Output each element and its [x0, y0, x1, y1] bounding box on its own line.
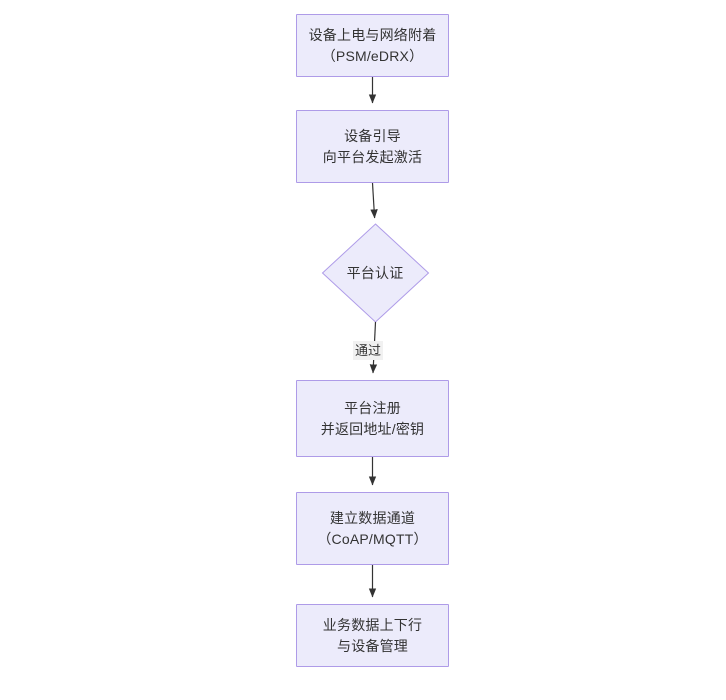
flow-node-line: 业务数据上下行: [322, 616, 423, 633]
flow-node-line: （PSM/eDRX）: [321, 47, 424, 64]
flow-node-diamond-label: 平台认证: [346, 264, 404, 281]
flow-node-line: 平台注册: [344, 399, 401, 416]
flow-node-platform-auth[interactable]: 平台认证: [322, 223, 428, 323]
flow-node-line: 并返回地址/密钥: [320, 420, 425, 437]
flow-node-line: 建立数据通道: [329, 509, 416, 526]
edge-label-pass: 通过: [353, 341, 384, 360]
flow-node-data-channel[interactable]: 建立数据通道 （CoAP/MQTT）: [296, 492, 449, 565]
flow-node-line: 向平台发起激活: [322, 148, 423, 165]
flow-node-device-power-on[interactable]: 设备上电与网络附着 （PSM/eDRX）: [296, 14, 449, 77]
flow-node-business-data[interactable]: 业务数据上下行 与设备管理: [296, 604, 449, 667]
flow-node-device-bootstrap[interactable]: 设备引导 向平台发起激活: [296, 110, 449, 183]
flow-node-line: 设备引导: [344, 127, 401, 144]
flow-node-line: 与设备管理: [337, 637, 408, 654]
flow-node-line: 设备上电与网络附着: [308, 26, 437, 43]
flow-node-platform-register[interactable]: 平台注册 并返回地址/密钥: [296, 380, 449, 457]
connector-n2-n3: [370, 182, 378, 219]
flow-node-line: （CoAP/MQTT）: [317, 530, 428, 547]
